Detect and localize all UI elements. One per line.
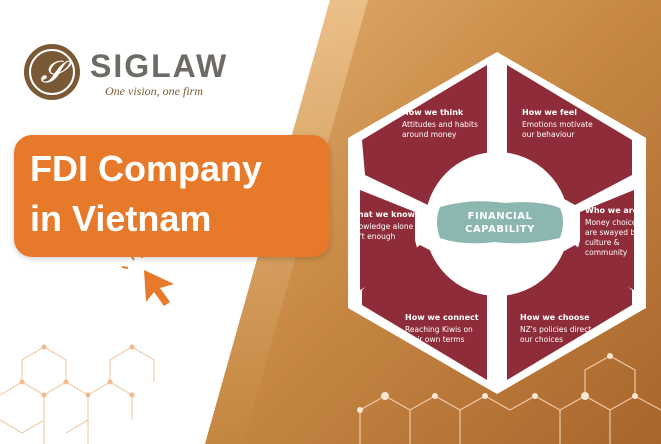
siglaw-logo-icon: 𝓢: [24, 44, 80, 100]
brand-tagline: One vision, one firm: [105, 84, 203, 98]
segment-title-know: What we know: [349, 210, 416, 219]
headline-line-1: FDI Company: [30, 148, 263, 189]
diagram-center-label: FINANCIAL CAPABILITY: [465, 211, 535, 235]
segment-title-choose: How we choose: [520, 313, 590, 322]
segment-title-connect: How we connect: [405, 313, 479, 322]
brand-name: SIGLAW: [90, 48, 229, 84]
segment-title-think: How we think: [402, 108, 464, 117]
hex-node-dots: [19, 344, 135, 398]
headline-box: [14, 135, 330, 257]
segment-title-feel: How we feel: [522, 108, 578, 117]
headline-line-2: in Vietnam: [30, 198, 212, 239]
hex-node-dots-right: [357, 353, 638, 413]
center-brush-stroke: [437, 201, 563, 244]
segment-know: [360, 190, 420, 290]
segment-title-who: Who we are: [585, 206, 639, 215]
